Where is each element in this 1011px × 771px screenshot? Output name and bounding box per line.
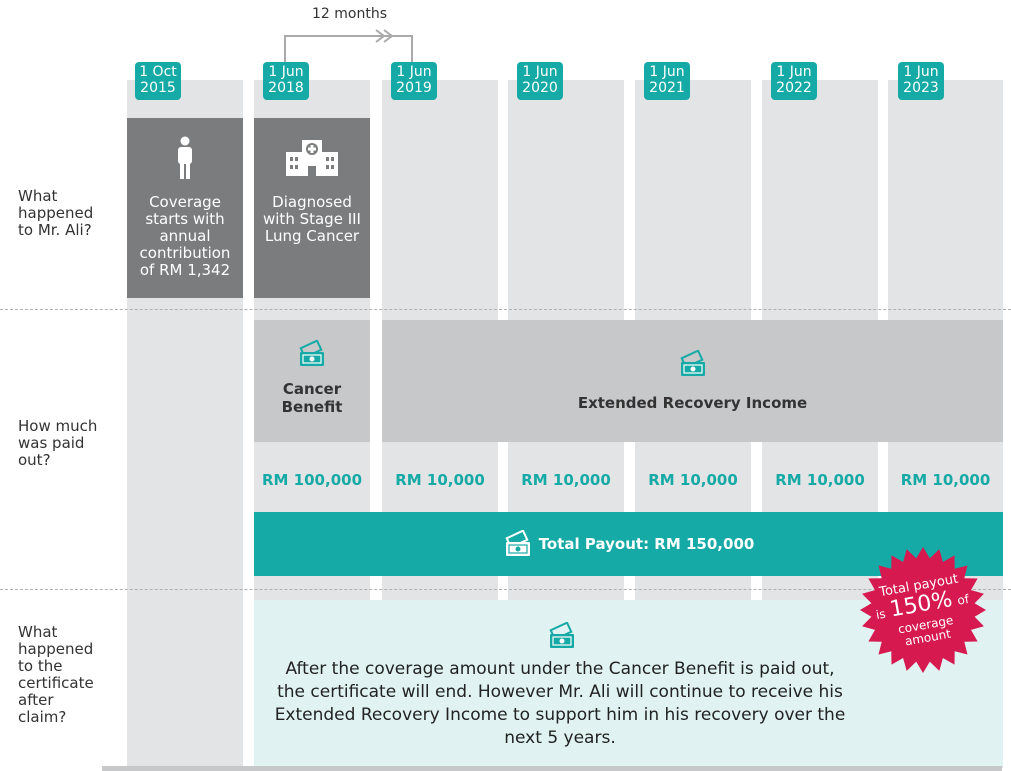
amount-2022: RM 10,000 [775,471,865,489]
extended-recovery-income-label: Extended Recovery Income [577,394,808,412]
extended-recovery-income-box: Extended Recovery Income [382,320,1003,442]
badge-line-2c: of [956,591,971,608]
amount-2021: RM 10,000 [648,471,738,489]
interval-label: 12 months [312,6,387,22]
starburst-shape [860,547,986,673]
amount-2018: RM 100,000 [261,471,363,489]
total-payout-label: Total Payout: RM 150,000 [538,535,755,553]
badge-line-2a: is [874,606,887,623]
certificate-outcome-text: After the coverage amount under the Canc… [274,659,846,748]
interval-bracket [284,29,413,64]
row-divider [0,309,1011,310]
hospital-icon [286,140,338,176]
bottom-rule [102,766,1002,771]
amount-2020: RM 10,000 [521,471,611,489]
total-payout-bar: Total Payout: RM 150,000 [254,512,1003,576]
money-icon [299,339,324,366]
starburst-polygon [860,547,986,673]
amount-2019: RM 10,000 [395,471,485,489]
money-icon [505,530,530,556]
money-icon [679,349,705,376]
payout-percentage-badge: Total payout is 150% of coverage amount [858,545,988,675]
row-divider [0,589,1011,590]
amount-2023: RM 10,000 [900,471,991,489]
person-icon [178,136,192,179]
money-icon [549,622,574,648]
